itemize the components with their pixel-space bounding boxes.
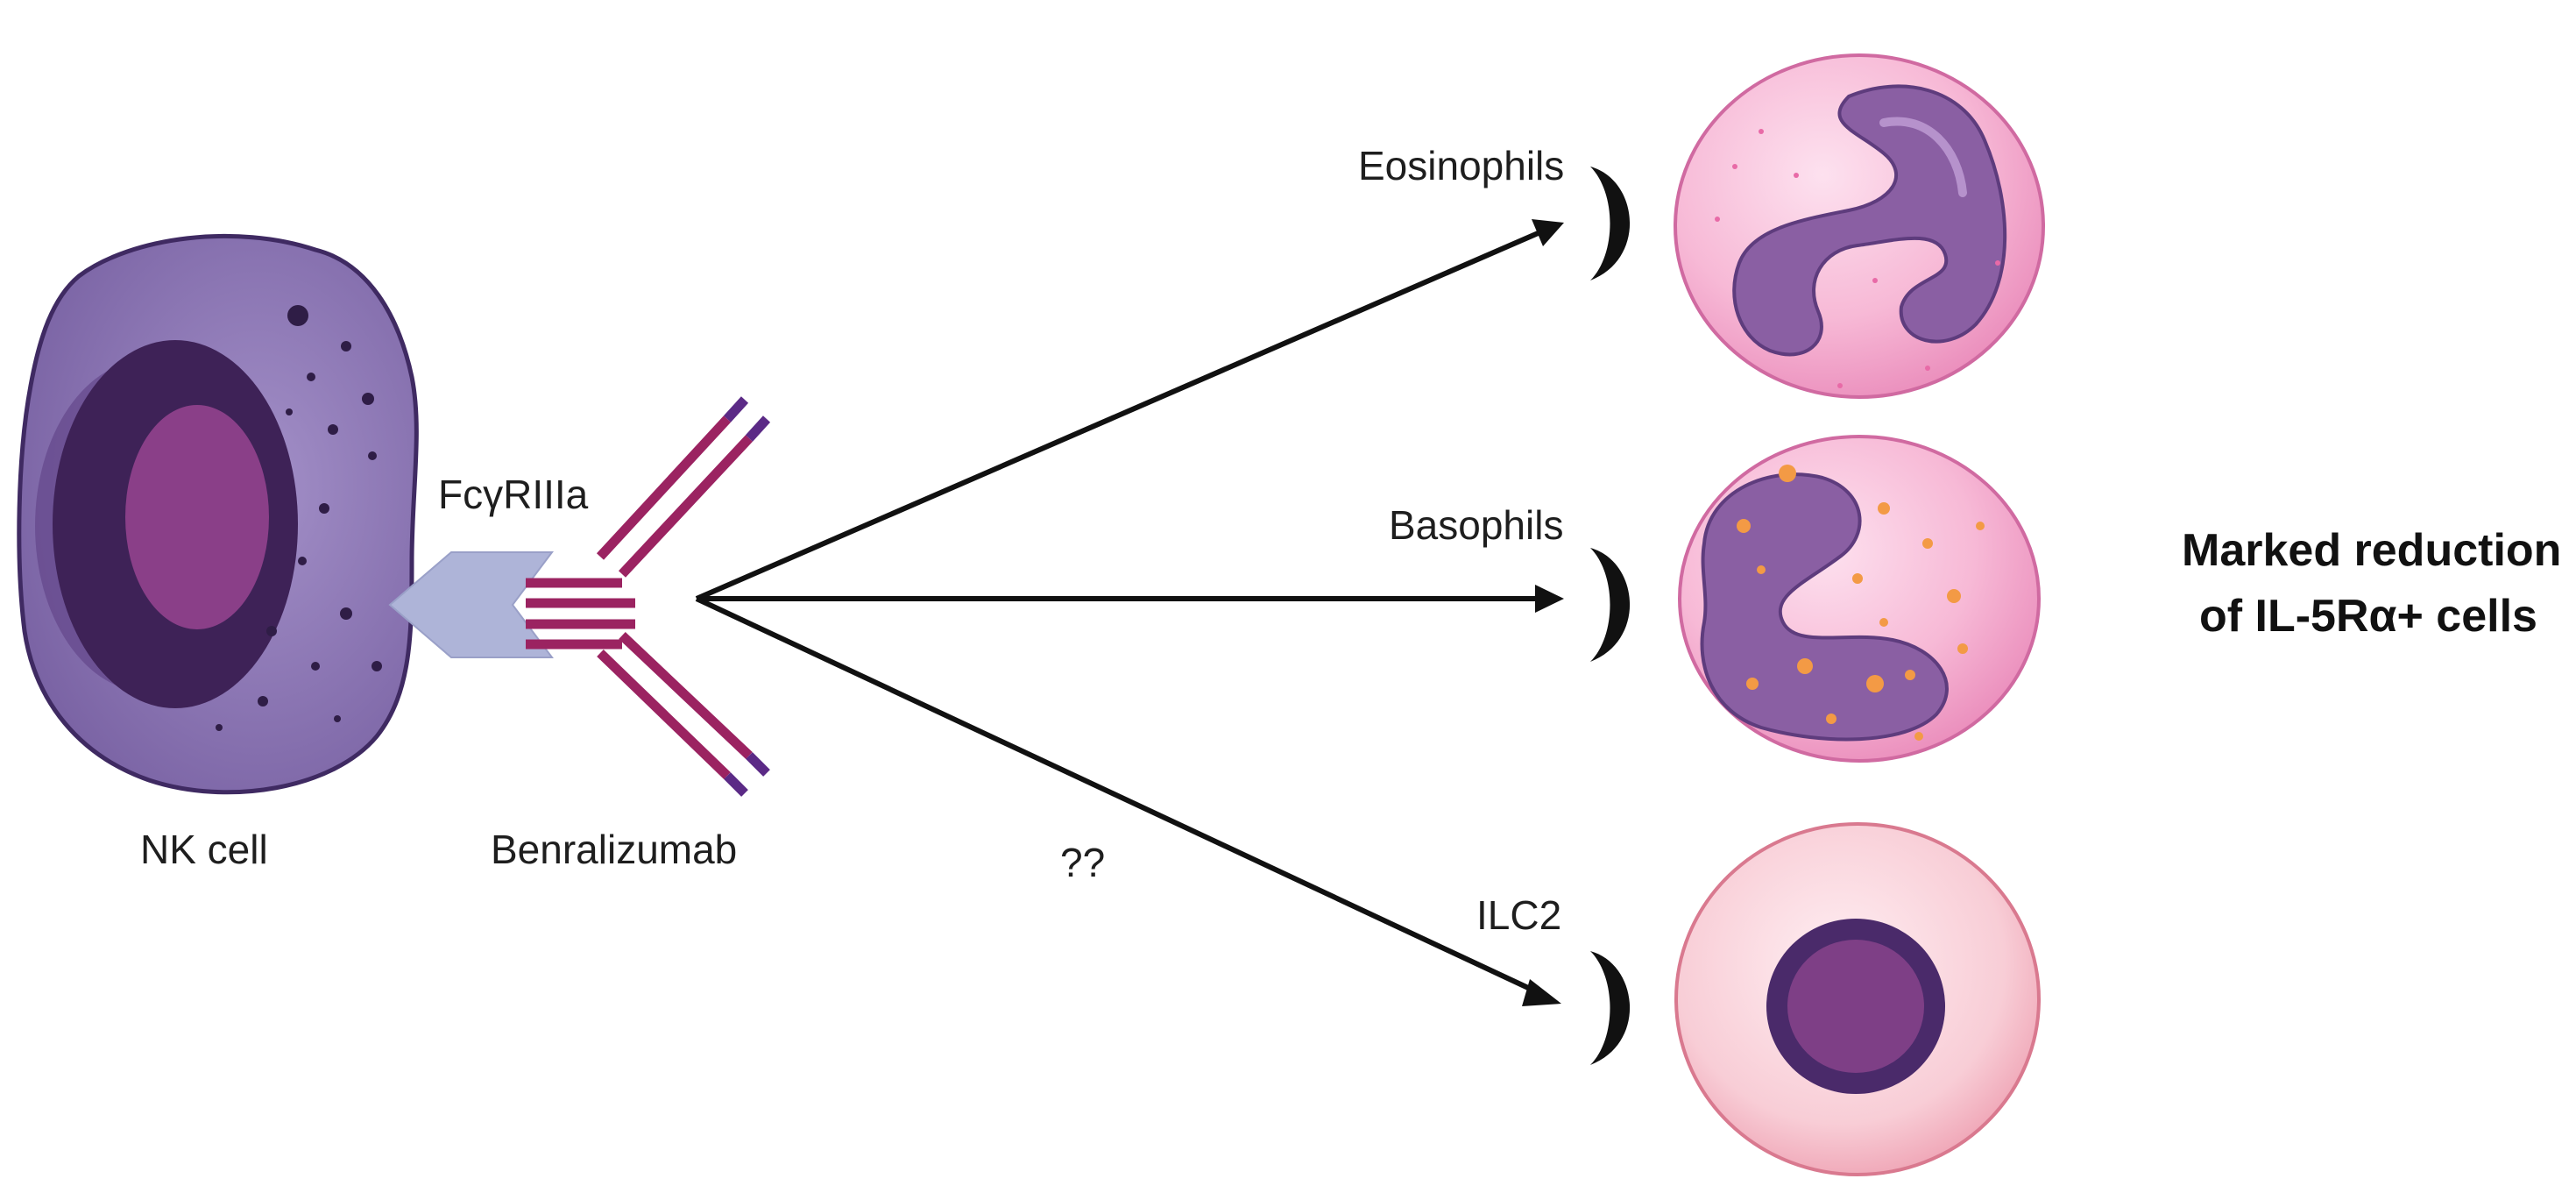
arrows — [695, 219, 1564, 1006]
eosinophil-lobes — [1732, 84, 2007, 357]
basophil-granules — [1737, 465, 1985, 741]
nk-cell — [17, 233, 419, 795]
arrow-to-eosinophils — [695, 229, 1544, 601]
arrow-to-ilc2 — [695, 596, 1541, 996]
basophil-lobes — [1700, 472, 1949, 742]
eosinophil-lobe-highlight — [1879, 117, 1967, 197]
label-basophils: Basophils — [1389, 502, 1563, 548]
eosinophil-granules — [1715, 129, 2000, 388]
eosinophil-cell — [1674, 53, 2045, 399]
label-ilc2: ILC2 — [1476, 892, 1561, 938]
label-nk-cell: NK cell — [140, 827, 268, 872]
label-outcome-line1: Marked reduction — [2182, 525, 2561, 576]
il5r-receptors — [1590, 167, 1631, 1065]
receptor-crescent-ilc2 — [1590, 951, 1631, 1065]
label-receptor: FcγRIIIa — [438, 472, 589, 517]
receptor-crescent-basophil — [1590, 548, 1631, 662]
nk-cell-granules — [216, 305, 382, 731]
receptor-crescent-eosinophil — [1590, 167, 1631, 280]
label-antibody: Benralizumab — [491, 827, 737, 872]
benralizumab-antibody — [526, 396, 771, 797]
ilc2-cell — [1674, 822, 2041, 1176]
arrow-head-basophils — [1535, 585, 1564, 613]
arrow-head-eosinophils — [1532, 219, 1564, 246]
ilc2-nucleus — [1787, 940, 1924, 1073]
label-uncertain: ?? — [1060, 840, 1105, 885]
basophil-cell — [1678, 435, 2041, 763]
fc-receptor-shape — [388, 551, 554, 658]
label-outcome-line2: of IL-5Rα+ cells — [2199, 591, 2537, 642]
fc-receptor — [388, 551, 554, 658]
label-eosinophils: Eosinophils — [1358, 143, 1564, 188]
arrow-head-ilc2 — [1522, 979, 1561, 1006]
nk-cell-nucleus — [125, 405, 269, 629]
